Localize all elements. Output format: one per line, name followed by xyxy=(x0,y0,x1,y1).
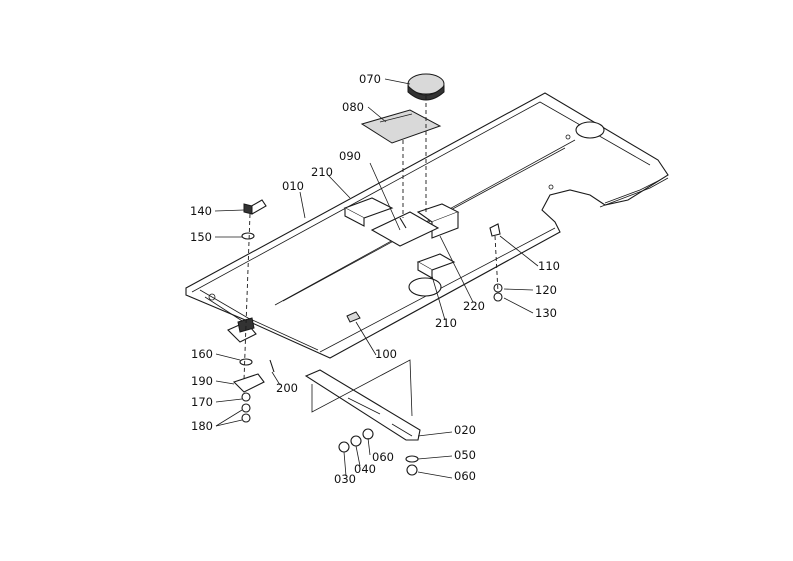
callout-150: 150 xyxy=(190,230,212,244)
callout-030: 030 xyxy=(334,472,356,486)
leader-lines xyxy=(214,78,539,479)
callout-160: 160 xyxy=(191,347,213,361)
bracket-090 xyxy=(370,211,440,247)
callout-070: 070 xyxy=(359,72,381,86)
plate-080 xyxy=(360,109,442,144)
opening xyxy=(408,277,442,297)
callout-060-left: 060 xyxy=(372,450,394,464)
callout-050: 050 xyxy=(454,448,476,462)
latch-assembly xyxy=(227,317,275,423)
callout-210-top: 210 xyxy=(311,165,333,179)
clip-100 xyxy=(346,311,361,323)
callout-200: 200 xyxy=(276,381,298,395)
callout-180: 180 xyxy=(191,419,213,433)
fasteners-right xyxy=(489,223,503,302)
callout-040: 040 xyxy=(354,462,376,476)
blocks-220 xyxy=(343,197,460,279)
callout-190: 190 xyxy=(191,374,213,388)
callout-140: 140 xyxy=(190,204,212,218)
callout-080: 080 xyxy=(342,100,364,114)
callout-110: 110 xyxy=(538,259,560,273)
callout-090: 090 xyxy=(339,149,361,163)
callout-120: 120 xyxy=(535,283,557,297)
callout-060-right: 060 xyxy=(454,469,476,483)
callout-210-bottom: 210 xyxy=(435,316,457,330)
callout-020: 020 xyxy=(454,423,476,437)
callout-100: 100 xyxy=(375,347,397,361)
callout-010: 010 xyxy=(282,179,304,193)
bracket-020 xyxy=(304,369,421,441)
callout-220: 220 xyxy=(463,299,485,313)
assembly-lines xyxy=(243,96,499,417)
callout-labels: 070 080 090 210 010 140 150 110 120 130 … xyxy=(190,72,560,486)
lock-140 xyxy=(241,199,267,240)
callout-170: 170 xyxy=(191,395,213,409)
cap-070 xyxy=(407,73,445,101)
callout-130: 130 xyxy=(535,306,557,320)
